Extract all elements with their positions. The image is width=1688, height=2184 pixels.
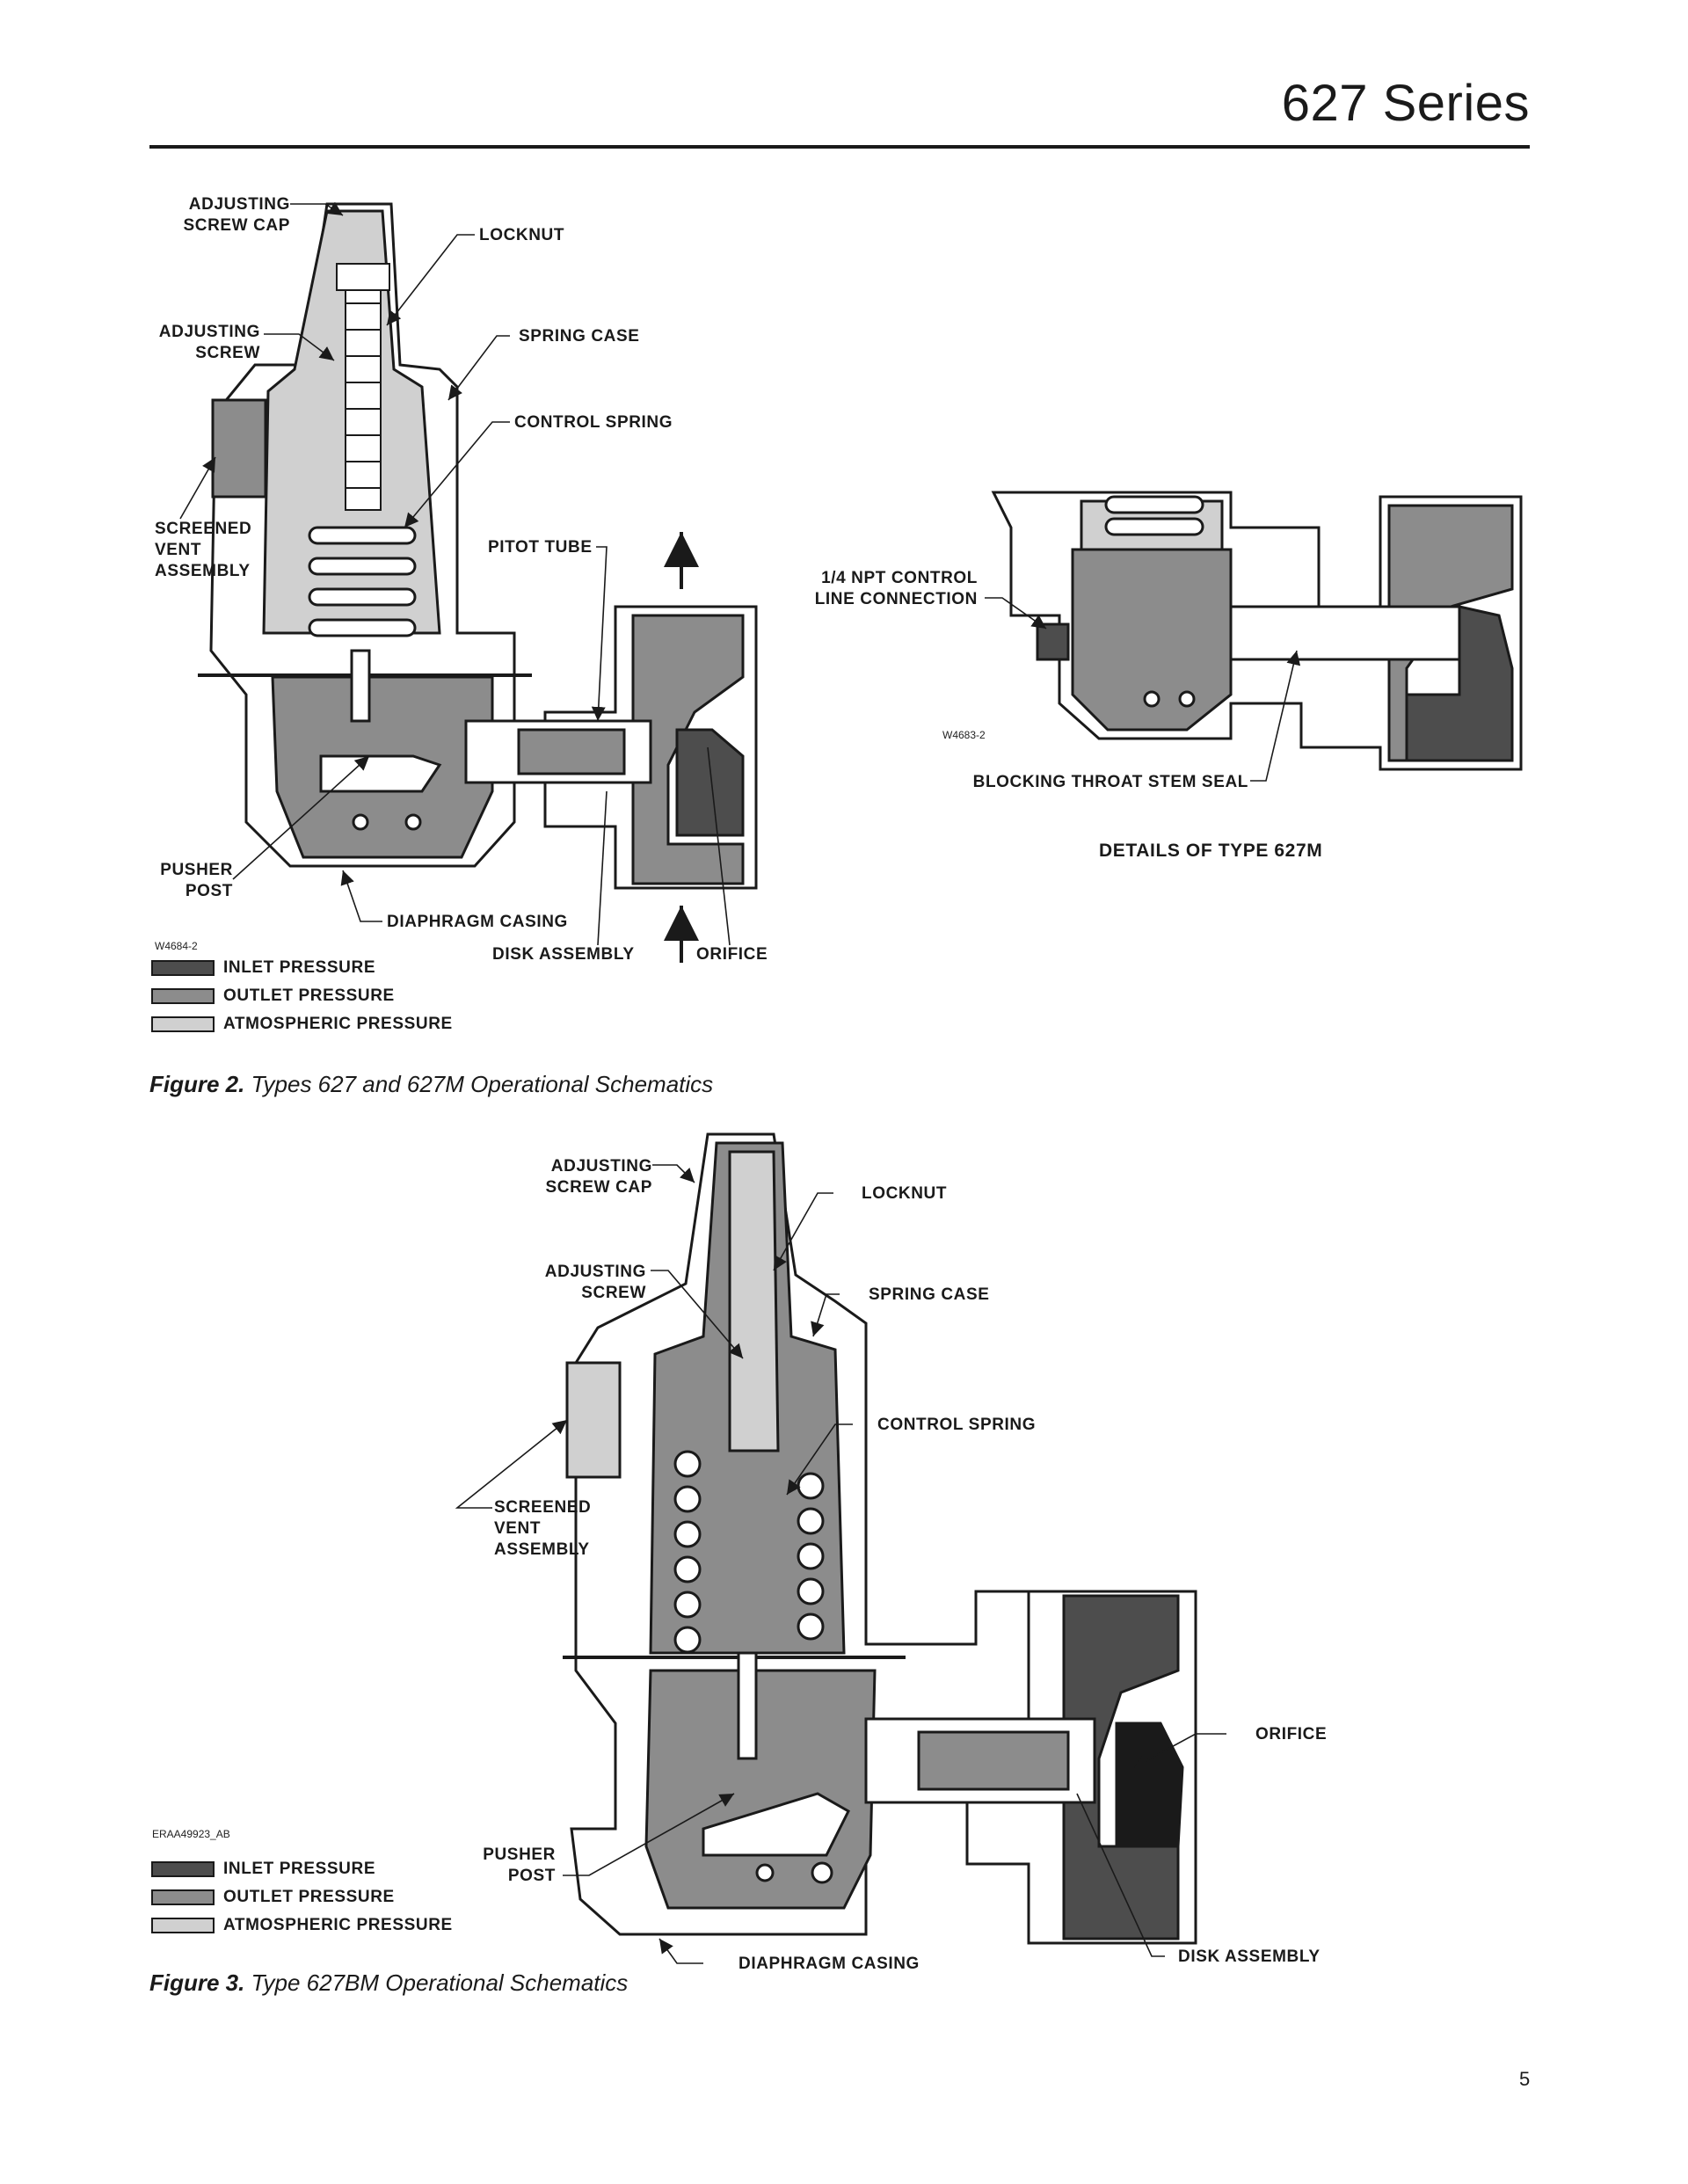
- label-disk-assembly: DISK ASSEMBLY: [1178, 1947, 1321, 1966]
- label-diaphragm-casing: DIAPHRAGM CASING: [387, 913, 568, 931]
- label-screened-vent: SCREENED: [155, 520, 251, 538]
- inlet-swatch: [151, 1861, 215, 1877]
- inlet-swatch: [151, 960, 215, 976]
- label-orifice: ORIFICE: [696, 945, 768, 964]
- svg-text:SCREW: SCREW: [195, 344, 260, 362]
- label-blocking-seal: BLOCKING THROAT STEM SEAL: [973, 773, 1248, 791]
- svg-text:LINE CONNECTION: LINE CONNECTION: [815, 590, 978, 608]
- figure-2-code: W4684-2: [155, 940, 198, 952]
- figure-2-caption: Figure 2. Types 627 and 627M Operational…: [149, 1071, 714, 1097]
- label-npt-control: 1/4 NPT CONTROL: [821, 569, 978, 587]
- type-627-control-spring: [308, 526, 417, 637]
- label-pusher-post: PUSHER: [160, 861, 233, 879]
- detail-title: DETAILS OF TYPE 627M: [1099, 841, 1323, 861]
- svg-text:POST: POST: [186, 882, 233, 900]
- svg-text:VENT: VENT: [155, 541, 201, 559]
- label-disk-assembly: DISK ASSEMBLY: [492, 945, 635, 964]
- figure-3-legend: INLET PRESSURE OUTLET PRESSURE ATMOSPHER…: [151, 1855, 453, 1940]
- label-spring-case: SPRING CASE: [869, 1285, 990, 1304]
- svg-text:ASSEMBLY: ASSEMBLY: [494, 1540, 590, 1559]
- figure-3-labels: ADJUSTING SCREW CAP LOCKNUT ADJUSTING SC…: [152, 1157, 1327, 1973]
- svg-text:POST: POST: [508, 1867, 556, 1885]
- figure-2-labels: ADJUSTING SCREW CAP LOCKNUT ADJUSTING SC…: [155, 195, 1248, 964]
- label-diaphragm-casing: DIAPHRAGM CASING: [738, 1955, 920, 1973]
- outlet-swatch: [151, 1889, 215, 1905]
- svg-text:SCREW CAP: SCREW CAP: [545, 1178, 652, 1197]
- type-627m-detail: [991, 491, 1523, 771]
- page-number: 5: [1519, 2068, 1531, 2090]
- svg-text:SCREW: SCREW: [581, 1284, 646, 1302]
- type-627-screened-vent: [211, 398, 267, 499]
- label-pusher-post: PUSHER: [483, 1845, 556, 1864]
- series-title: 627 Series: [1281, 75, 1530, 132]
- label-screened-vent: SCREENED: [494, 1498, 591, 1517]
- header-rule: [149, 145, 1530, 149]
- figure-2-detail-code: W4683-2: [942, 729, 986, 741]
- atmospheric-swatch: [151, 1918, 215, 1933]
- label-locknut: LOCKNUT: [479, 226, 564, 244]
- figure-3-schematic: ADJUSTING SCREW CAP LOCKNUT ADJUSTING SC…: [152, 1132, 1327, 1973]
- outlet-swatch: [151, 988, 215, 1004]
- label-locknut: LOCKNUT: [862, 1184, 947, 1203]
- label-adjusting-screw: ADJUSTING: [545, 1263, 646, 1281]
- label-adjusting-screw-cap: ADJUSTING: [551, 1157, 652, 1176]
- svg-text:SCREW CAP: SCREW CAP: [183, 216, 290, 235]
- label-control-spring: CONTROL SPRING: [514, 413, 673, 432]
- figure-2-schematic: ADJUSTING SCREW CAP LOCKNUT ADJUSTING SC…: [155, 195, 1523, 964]
- svg-text:VENT: VENT: [494, 1519, 541, 1538]
- label-spring-case: SPRING CASE: [519, 327, 640, 346]
- type-627-adjusting-screw: [336, 263, 390, 511]
- label-pitot-tube: PITOT TUBE: [488, 538, 593, 557]
- label-control-spring: CONTROL SPRING: [877, 1416, 1036, 1434]
- label-adjusting-screw: ADJUSTING: [159, 323, 260, 341]
- figure-2-legend: INLET PRESSURE OUTLET PRESSURE ATMOSPHER…: [151, 954, 453, 1038]
- figure-3-code: ERAA49923_AB: [152, 1828, 230, 1840]
- type-627-pusher-post: [319, 649, 442, 831]
- type-627-valve-body: [464, 605, 758, 890]
- type-627bm-body: [565, 1132, 1197, 1945]
- label-adjusting-screw-cap: ADJUSTING: [189, 195, 290, 214]
- label-orifice: ORIFICE: [1255, 1725, 1327, 1744]
- atmospheric-swatch: [151, 1016, 215, 1032]
- type-627bm-control-spring: [673, 1450, 825, 1654]
- figure-3-caption: Figure 3. Type 627BM Operational Schemat…: [149, 1969, 629, 1996]
- svg-text:ASSEMBLY: ASSEMBLY: [155, 562, 251, 580]
